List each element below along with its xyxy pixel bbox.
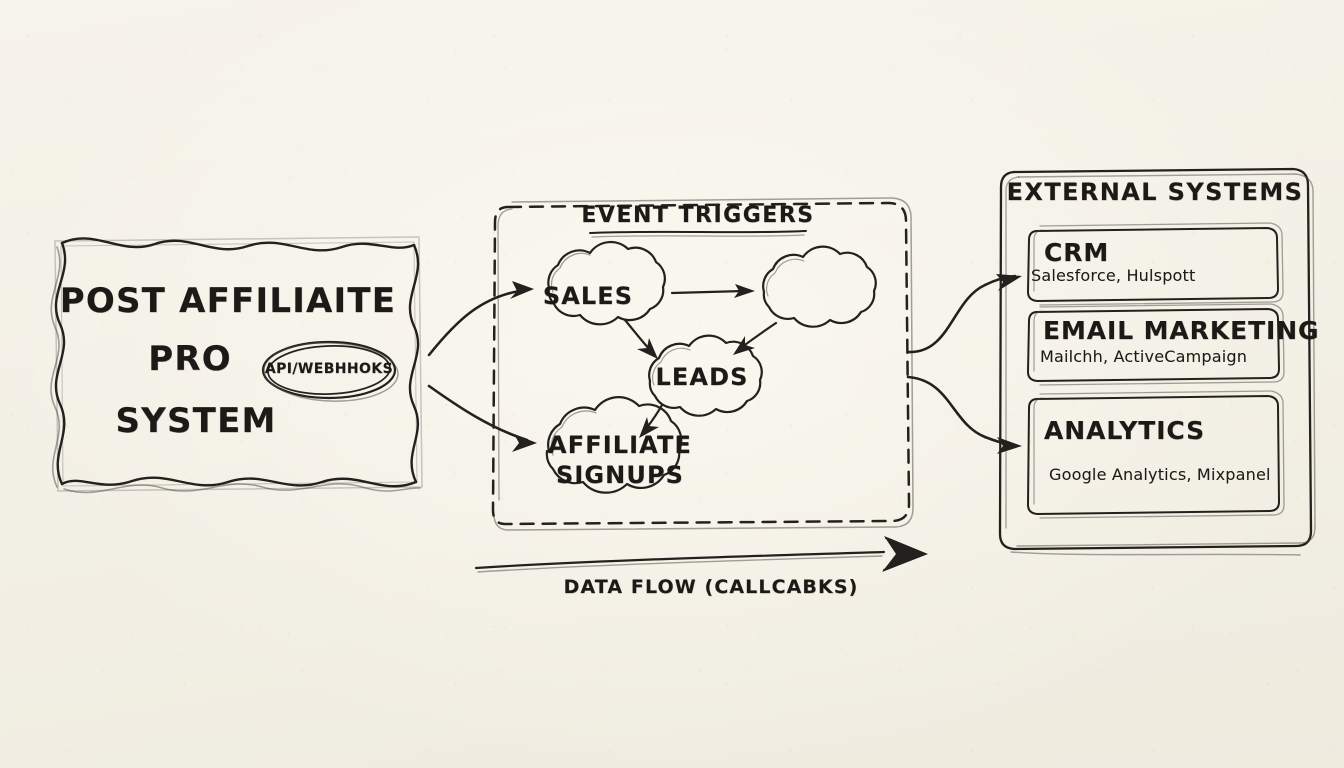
api-webhooks-badge[interactable] xyxy=(261,340,399,404)
arrow-source-to-sales xyxy=(427,281,534,357)
event-triggers-title-underline xyxy=(589,230,807,238)
card-analytics-border[interactable] xyxy=(1027,390,1285,519)
source-system-box[interactable] xyxy=(50,236,423,494)
card-analytics-title: ANALYTICS xyxy=(1044,416,1206,445)
arrow-source-to-affiliate-signups xyxy=(427,384,537,452)
card-crm-subtitle: Salesforce, Hulspott xyxy=(1031,266,1196,285)
cloud-unlabeled[interactable] xyxy=(762,245,877,328)
cloud-leads-label: LEADS xyxy=(655,363,749,391)
cloud-sales-label: SALES xyxy=(542,282,634,310)
source-system-line1: POST AFFILIAITE xyxy=(59,281,397,321)
arrow-unlabeled-to-leads xyxy=(733,321,778,355)
cloud-affiliate-signups-line2: SIGNUPS xyxy=(555,461,685,489)
cloud-affiliate-signups-line1: AFFILIATE xyxy=(548,431,692,459)
data-flow-arrow-label: DATA FLOW (CALLCABKS) xyxy=(563,576,859,598)
card-email-marketing-title: EMAIL MARKETING xyxy=(1043,316,1320,345)
arrow-leads-to-affiliate-signups xyxy=(639,403,664,438)
cloud-leads[interactable] xyxy=(648,334,763,417)
card-crm-title: CRM xyxy=(1044,238,1110,267)
card-crm-border[interactable] xyxy=(1027,222,1284,306)
cloud-sales[interactable] xyxy=(547,240,666,326)
card-email-marketing-subtitle: Mailchh, ActiveCampaign xyxy=(1040,347,1248,366)
arrow-events-to-analytics xyxy=(906,375,1022,454)
source-system-line3: SYSTEM xyxy=(115,401,277,441)
cloud-affiliate-signups[interactable] xyxy=(545,396,683,494)
arrow-sales-to-unlabeled xyxy=(670,284,755,298)
external-systems-title: EXTERNAL SYSTEMS xyxy=(1006,178,1304,206)
card-email-marketing-border[interactable] xyxy=(1027,303,1285,386)
arrow-sales-to-leads xyxy=(623,318,658,359)
external-systems-panel[interactable] xyxy=(998,167,1316,556)
data-flow-arrow xyxy=(474,536,928,573)
card-analytics-subtitle: Google Analytics, Mixpanel xyxy=(1049,465,1271,484)
event-triggers-panel[interactable] xyxy=(491,197,914,531)
event-triggers-title: EVENT TRIGGERS xyxy=(581,203,815,228)
api-webhooks-badge-label: API/WEBHHOKS xyxy=(264,361,394,377)
source-system-line2: PRO xyxy=(148,339,232,379)
arrow-events-to-crm xyxy=(906,274,1022,354)
